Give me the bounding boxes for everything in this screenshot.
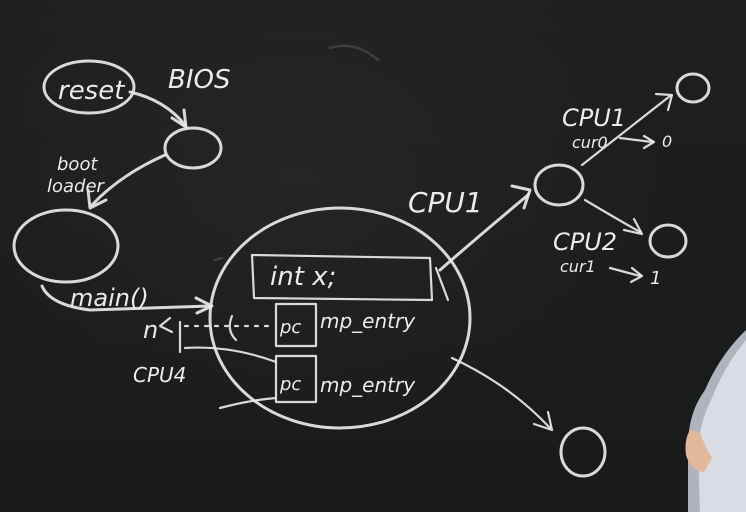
smudge-mark bbox=[213, 256, 224, 262]
mp-entry-top-label: mp_entry bbox=[320, 309, 416, 333]
arrowhead bbox=[532, 410, 554, 432]
cur1-label: cur1 bbox=[560, 257, 596, 276]
cpu-line bbox=[218, 396, 278, 410]
reset-label: reset bbox=[58, 76, 125, 106]
arrowhead bbox=[170, 108, 188, 129]
bottom-circle bbox=[559, 426, 607, 478]
tick-mark bbox=[434, 266, 450, 302]
pc-bottom-box bbox=[274, 354, 318, 404]
smudge-mark bbox=[328, 44, 380, 62]
loader-label: loader bbox=[47, 176, 106, 197]
boot-label: boot bbox=[57, 154, 98, 175]
pc-bottom-label: pc bbox=[279, 374, 301, 395]
arrowhead bbox=[629, 266, 644, 284]
bios-label: BIOS bbox=[168, 65, 230, 95]
bios-to-loader-arrow bbox=[90, 153, 167, 207]
presenter bbox=[685, 330, 746, 512]
mp-entry-bottom-label: mp_entry bbox=[320, 373, 416, 397]
one-label: 1 bbox=[650, 268, 661, 289]
boot-loader-circle bbox=[12, 208, 120, 284]
pc-top-label: pc bbox=[279, 317, 301, 338]
n-label: n bbox=[143, 316, 158, 344]
int-x-box bbox=[250, 253, 434, 302]
cpu1-top-label: CPU1 bbox=[562, 104, 626, 132]
bottom-arrow bbox=[450, 356, 552, 430]
arrowhead bbox=[510, 184, 532, 210]
arrowhead bbox=[622, 217, 644, 236]
cpu-circle bbox=[533, 163, 585, 207]
branch-arrow bbox=[580, 94, 672, 167]
curl-mark bbox=[228, 314, 238, 342]
process-circle bbox=[208, 206, 472, 430]
arrowhead bbox=[654, 92, 674, 112]
reset-to-bios-arrow bbox=[128, 90, 187, 127]
cpu1-arrow bbox=[438, 193, 530, 272]
lower-right-circle bbox=[648, 223, 688, 259]
top-right-circle bbox=[675, 72, 711, 104]
int-x-label: int x; bbox=[270, 262, 336, 292]
zero-label: 0 bbox=[662, 132, 672, 151]
cpu1-mid-label: CPU1 bbox=[408, 186, 483, 219]
bios-circle bbox=[163, 126, 223, 170]
arrowhead bbox=[86, 188, 108, 210]
reset-oval bbox=[42, 59, 136, 115]
cur0-label: cur0 bbox=[572, 133, 608, 152]
main-arrow bbox=[40, 284, 212, 312]
cpu4-label: CPU4 bbox=[133, 363, 186, 387]
arrowhead bbox=[642, 134, 656, 150]
cpu2-label: CPU2 bbox=[553, 228, 617, 256]
small-arrow bbox=[618, 136, 654, 144]
bracket-mark bbox=[158, 316, 174, 334]
branch-arrow bbox=[583, 198, 642, 234]
small-arrow bbox=[608, 266, 642, 278]
cpu-line bbox=[183, 346, 278, 364]
pc-top-box bbox=[274, 302, 318, 348]
